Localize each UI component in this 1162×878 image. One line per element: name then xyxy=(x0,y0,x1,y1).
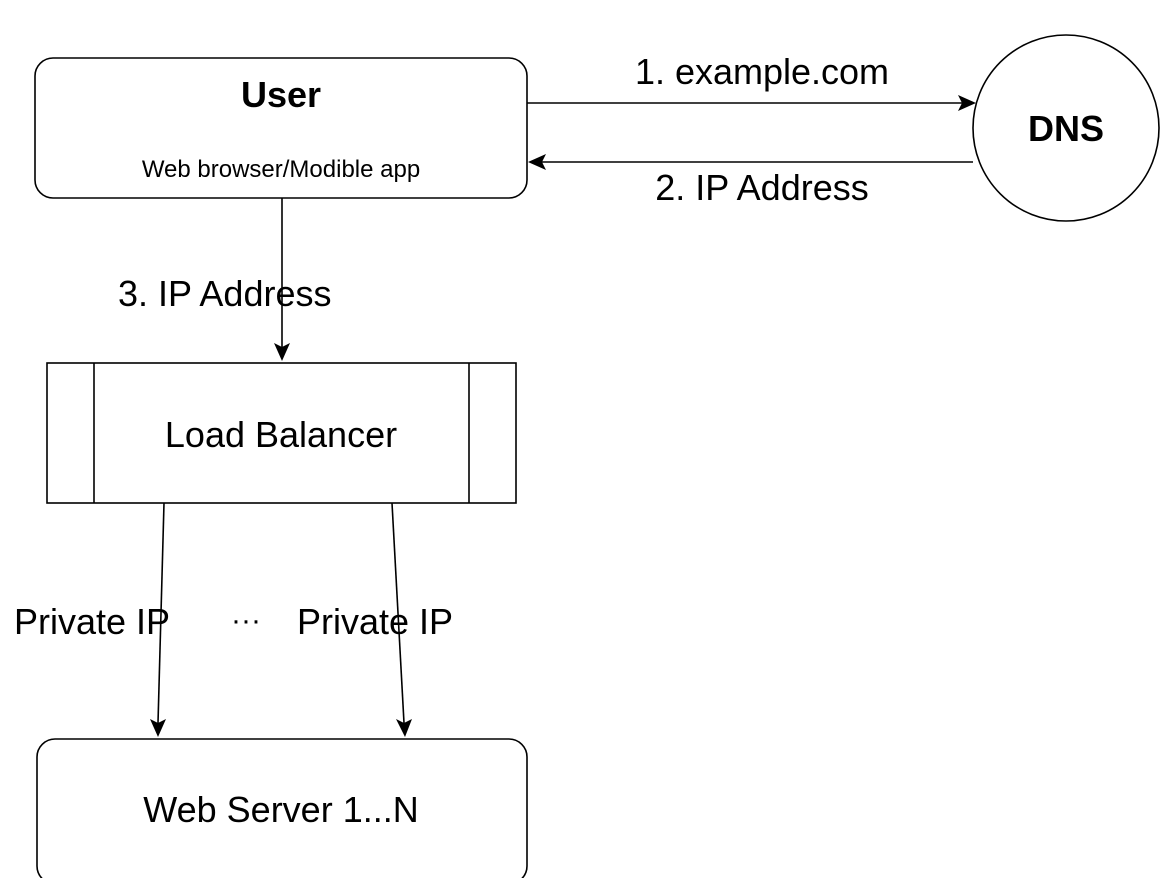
edge-load-balancer-to-server-n-label: Private IP xyxy=(297,601,453,642)
web-server-label: Web Server 1...N xyxy=(143,789,418,830)
edge-user-to-dns-label: 1. example.com xyxy=(635,51,889,92)
edge-user-to-dns-arrowhead xyxy=(958,95,976,111)
load-balancer-box xyxy=(46,362,517,504)
edge-user-to-load-balancer: 3. IP Address xyxy=(118,198,331,361)
edge-load-balancer-to-server-1: Private IP xyxy=(14,502,170,737)
web-server-box xyxy=(36,738,528,878)
edge-dns-to-user-label: 2. IP Address xyxy=(655,167,868,208)
edge-load-balancer-to-server-n: Private IP xyxy=(297,502,453,737)
load-balancer-node[interactable]: Load Balancer xyxy=(46,362,517,504)
dns-node-circle xyxy=(972,34,1160,222)
edge-load-balancer-to-server-n-arrowhead xyxy=(396,719,412,737)
dns-node[interactable]: DNS xyxy=(972,34,1160,222)
edge-dns-to-user: 2. IP Address xyxy=(528,154,973,208)
dns-node-label: DNS xyxy=(1028,108,1104,149)
load-balancer-label: Load Balancer xyxy=(165,414,397,455)
edge-load-balancer-to-server-1-arrowhead xyxy=(150,719,166,737)
edge-load-balancer-to-server-1-line xyxy=(157,502,165,724)
edge-dns-to-user-arrowhead xyxy=(528,154,546,170)
user-node-subtitle: Web browser/Modible app xyxy=(142,156,420,183)
edge-load-balancer-to-server-n-line xyxy=(391,502,405,724)
edges-ellipsis: ··· xyxy=(231,604,261,637)
edge-user-to-dns: 1. example.com xyxy=(527,51,976,111)
edge-user-to-load-balancer-label: 3. IP Address xyxy=(118,273,331,314)
edge-load-balancer-to-server-1-label: Private IP xyxy=(14,601,170,642)
web-server-node[interactable]: Web Server 1...N xyxy=(36,738,528,878)
user-node-box xyxy=(34,57,528,199)
edge-user-to-load-balancer-arrowhead xyxy=(274,343,290,361)
user-node-title: User xyxy=(241,74,321,115)
user-node[interactable]: User Web browser/Modible app xyxy=(34,57,528,199)
